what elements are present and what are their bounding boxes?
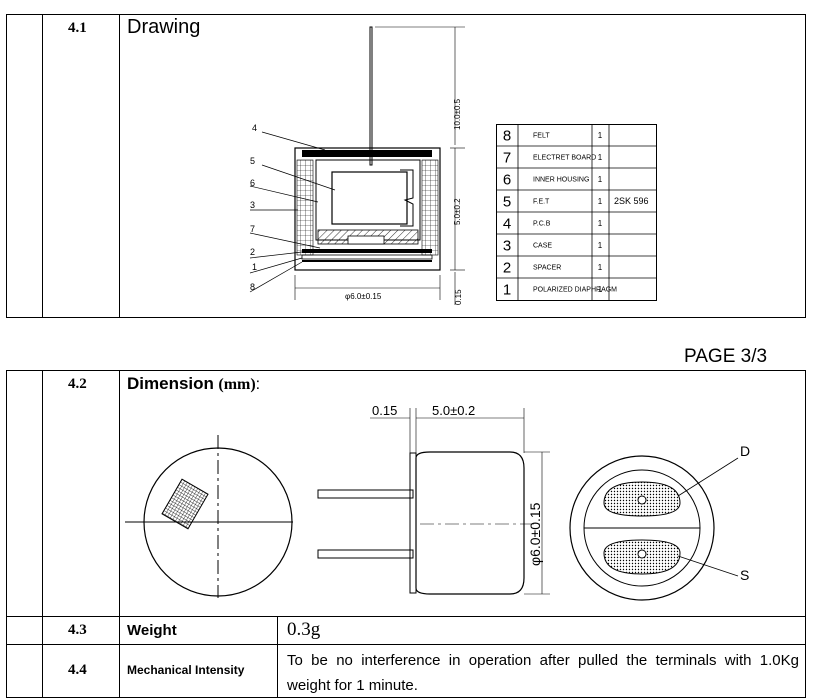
part-number: 5 (503, 193, 511, 210)
section-number-4-4: 4.4 (68, 662, 87, 678)
weight-label: Weight (127, 622, 177, 639)
back-view-drawing: D S (569, 443, 750, 601)
part-number: 1 (503, 281, 511, 298)
weight-value: 0.3g (287, 619, 321, 640)
part-name: CASE (533, 243, 552, 250)
part-name: FELT (533, 133, 550, 140)
part-name: POLARIZED DIAPHRAGM (533, 287, 617, 294)
part-number: 6 (503, 171, 511, 188)
part-name: INNER HOUSING (533, 177, 589, 184)
part-qty: 1 (598, 263, 603, 272)
dim-height: 5.0±0.2 (453, 198, 462, 225)
cross-section-drawing: 4 5 6 3 7 2 1 8 10.0±0.5 5.0±0.2 φ6.0±0.… (249, 26, 465, 305)
part-name: ELECTRET BOARD (533, 155, 596, 162)
section-title-dimension: Dimension (mm): (127, 374, 260, 394)
callout-6: 6 (250, 178, 255, 188)
part-qty: 1 (598, 175, 603, 184)
section-number-4-1: 4.1 (68, 20, 87, 36)
part-number: 7 (503, 149, 511, 166)
front-view-drawing (125, 435, 293, 598)
section-number-4-2: 4.2 (68, 376, 87, 392)
part-qty: 1 (598, 197, 603, 206)
dimension-title: Dimension (127, 374, 214, 393)
page-number: PAGE 3/3 (684, 346, 768, 367)
callout-5: 5 (250, 156, 255, 166)
part-number: 8 (503, 127, 511, 144)
terminal-label-s: S (740, 567, 749, 583)
part-number: 2 (503, 259, 511, 276)
part-qty: 1 (598, 285, 603, 294)
callout-2: 2 (250, 247, 255, 257)
part-name: SPACER (533, 265, 561, 272)
part-name: P.C.B (533, 221, 551, 228)
callout-4: 4 (252, 123, 257, 133)
part-qty: 1 (598, 153, 603, 162)
part-qty: 1 (598, 219, 603, 228)
callout-1: 1 (252, 262, 257, 272)
section-number-4-3: 4.3 (68, 622, 87, 638)
dim-lead-length: 10.0±0.5 (453, 98, 462, 130)
part-note: 2SK 596 (614, 196, 649, 206)
callout-8: 8 (250, 282, 255, 292)
part-qty: 1 (598, 131, 603, 140)
dimension-colon: : (255, 376, 261, 393)
section-title-drawing: Drawing (127, 16, 201, 38)
side-view-drawing: 0.15 5.0±0.2 φ6.0±0.15 (317, 403, 550, 595)
dim-body-height: 5.0±0.2 (432, 403, 475, 418)
part-qty: 1 (598, 241, 603, 250)
part-name: F.E.T (533, 199, 550, 206)
terminal-label-d: D (740, 443, 750, 459)
mechanical-intensity-label: Mechanical Intensity (127, 663, 245, 677)
dim-body-diameter: φ6.0±0.15 (527, 502, 543, 566)
mechanical-intensity-value: To be no interference in operation after… (287, 652, 799, 694)
callout-3: 3 (250, 200, 255, 210)
dim-diameter: φ6.0±0.15 (345, 292, 382, 301)
part-number: 4 (503, 215, 511, 232)
dim-thickness: 0.15 (454, 289, 463, 305)
callout-7: 7 (250, 224, 255, 234)
dimension-unit: (mm) (218, 376, 256, 393)
part-number: 3 (503, 237, 511, 254)
dim-plate-thickness: 0.15 (372, 403, 397, 418)
